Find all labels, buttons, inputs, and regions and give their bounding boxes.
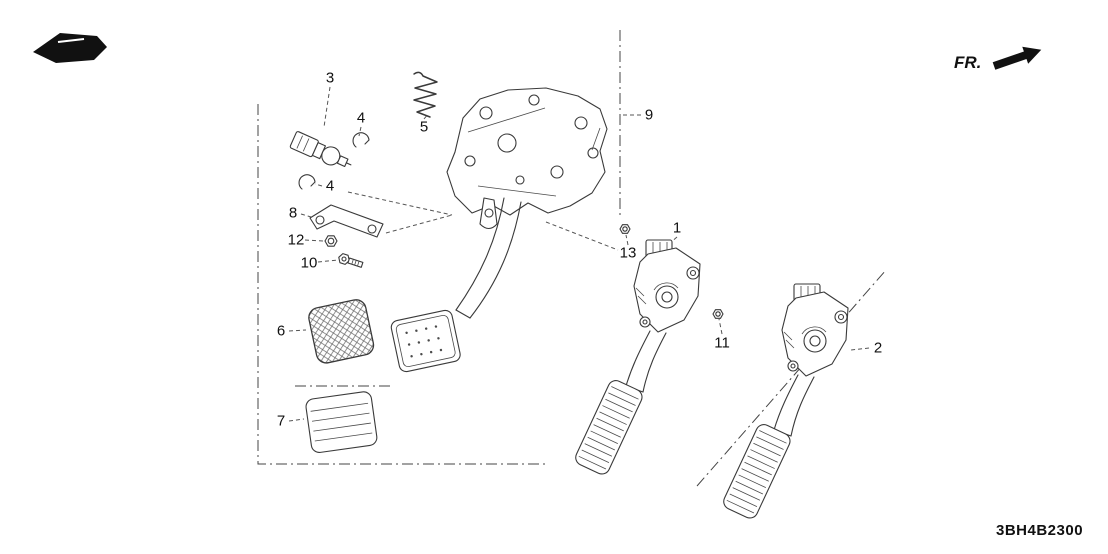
stop-switch-art <box>289 131 352 168</box>
callout-11: 11 <box>714 334 730 352</box>
bolt-10-art <box>338 253 364 268</box>
accelerator-pedal-2-art <box>720 283 849 522</box>
nut-11-art <box>712 309 724 319</box>
fr-arrow-icon <box>992 46 1042 70</box>
callout-2: 2 <box>873 339 883 357</box>
pedal-bracket-art <box>446 87 608 230</box>
callout-4a: 4 <box>356 109 366 127</box>
diagram-part-code: 3BH4B2300 <box>996 522 1084 539</box>
pedal-pad-7-art <box>305 391 378 453</box>
callout-5: 5 <box>419 118 429 136</box>
nut-12-art <box>324 235 338 247</box>
car-direction-icon <box>33 33 107 63</box>
accelerator-pedal-1-art <box>572 239 701 478</box>
clip-upper-art <box>352 132 370 148</box>
callout-13: 13 <box>619 244 637 262</box>
mount-bracket-art <box>309 204 384 238</box>
callout-12: 12 <box>287 231 305 249</box>
return-spring-art <box>413 71 438 118</box>
section-boundary-lines <box>257 30 887 487</box>
callout-1: 1 <box>672 219 682 237</box>
callout-9: 9 <box>644 106 654 124</box>
callout-10: 10 <box>300 254 318 272</box>
fr-direction-label: FR. <box>954 53 982 72</box>
callout-6: 6 <box>276 322 286 340</box>
pedal-pad-6-art <box>308 299 375 364</box>
callout-7: 7 <box>276 412 286 430</box>
callout-4b: 4 <box>325 177 335 195</box>
brake-pedal-art <box>390 197 522 373</box>
callout-8: 8 <box>288 204 298 222</box>
callout-3: 3 <box>325 69 335 87</box>
nut-13-art <box>619 224 631 234</box>
clip-lower-art <box>298 174 316 190</box>
